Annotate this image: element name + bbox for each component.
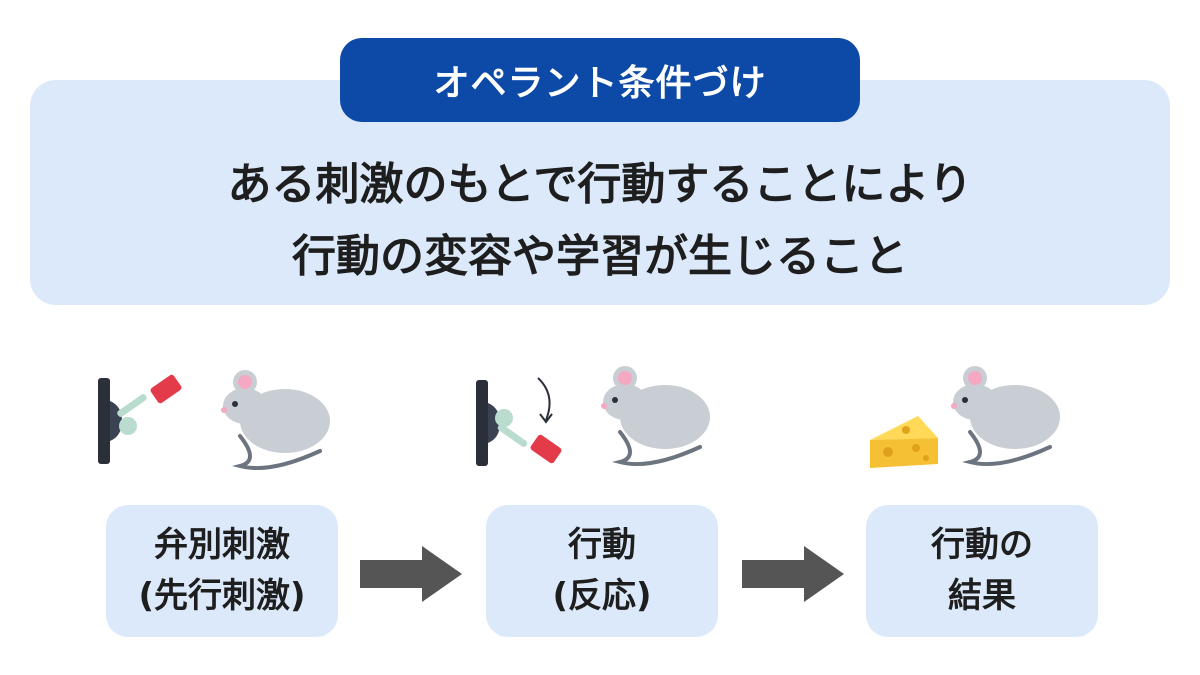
cheese-icon	[870, 416, 938, 468]
lever-icon	[98, 374, 182, 464]
mouse-icon	[601, 366, 710, 467]
definition-line-1: ある刺激のもとで行動することにより	[227, 159, 973, 210]
step-sublabel-2: (反応)	[552, 576, 652, 616]
mouse-icon	[221, 370, 330, 471]
right-arrow-icon	[360, 546, 462, 602]
step-behavior: 行動 (反応)	[486, 505, 718, 637]
mouse-icon	[951, 366, 1060, 467]
step-sublabel-3: 結果	[948, 576, 1016, 616]
title-badge: オペラント条件づけ	[340, 38, 860, 122]
step-consequence: 行動の 結果	[866, 505, 1098, 637]
step-discriminative-stimulus: 弁別刺激 (先行刺激)	[106, 505, 338, 637]
step-label-1: 弁別刺激	[154, 525, 290, 565]
step-label-2: 行動	[568, 525, 636, 565]
step-sublabel-1: (先行刺激)	[138, 576, 306, 616]
definition-line-2: 行動の変容や学習が生じること	[292, 231, 908, 282]
step-label-3: 行動の	[931, 525, 1033, 565]
pressed-lever-icon	[476, 377, 562, 466]
right-arrow-icon	[742, 546, 844, 602]
